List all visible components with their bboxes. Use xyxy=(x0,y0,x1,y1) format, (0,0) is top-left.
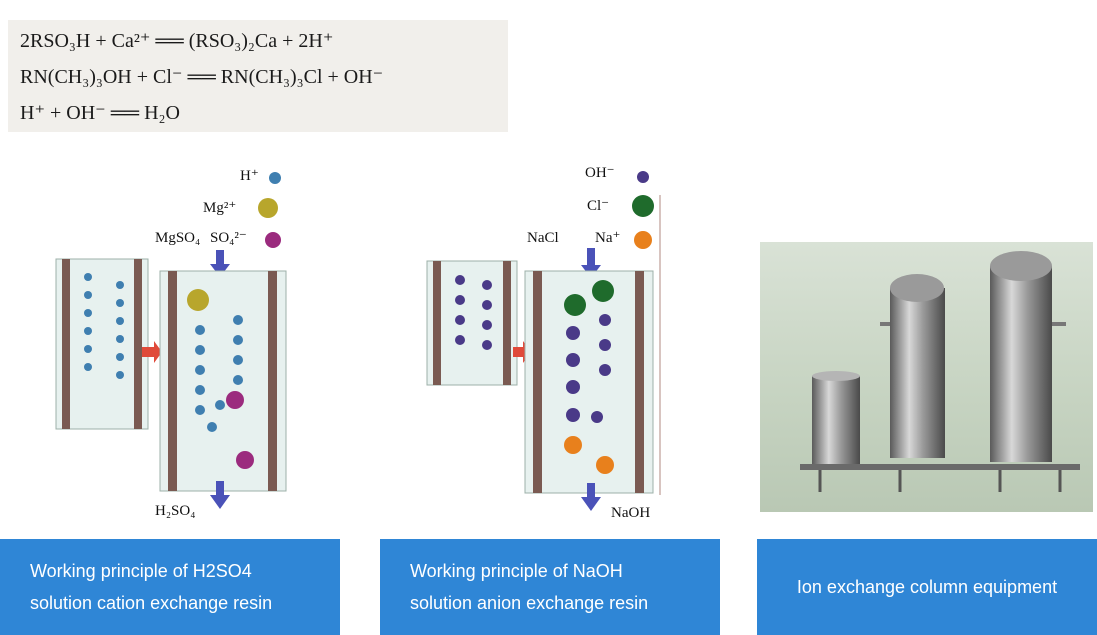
legend-label-h: H⁺ xyxy=(240,168,259,184)
caption-cation-text: Working principle of H2SO4 solution cati… xyxy=(30,561,273,613)
resin-bead-column xyxy=(426,260,518,386)
legend-label-oh: OH⁻ xyxy=(585,165,615,181)
caption-equipment: Ion exchange column equipment xyxy=(757,539,1097,635)
inlet-arrow xyxy=(587,248,595,266)
legend-label-mg: Mg²⁺ xyxy=(203,200,236,216)
resin-bead-column xyxy=(55,258,149,430)
inlet-label: MgSO₄ xyxy=(155,230,200,246)
exchange-column xyxy=(524,270,654,494)
caption-cation: Working principle of H2SO4 solution cati… xyxy=(0,539,340,635)
legend-label-cl: Cl⁻ xyxy=(587,198,609,214)
caption-anion-text: Working principle of NaOH solution anion… xyxy=(410,561,649,613)
legend-label-so4: SO₄²⁻ xyxy=(210,230,247,246)
equation-3: H⁺ + OH⁻ ══ H₂O xyxy=(20,102,180,124)
inlet-label: NaCl xyxy=(527,230,559,246)
outlet-label: H₂SO₄ xyxy=(155,503,195,519)
cl-ion-icon xyxy=(632,195,654,217)
exchange-column xyxy=(159,270,287,492)
inlet-arrow xyxy=(216,250,224,264)
anion-exchange-diagram: OH⁻ Cl⁻ NaCl Na⁺ NaOH xyxy=(426,165,661,521)
oh-ion-icon xyxy=(637,171,649,183)
outlet-label: NaOH xyxy=(611,505,650,521)
cation-exchange-diagram: H⁺ Mg²⁺ MgSO₄ SO₄²⁻ H₂SO₄ xyxy=(55,168,287,519)
outlet-arrow xyxy=(216,481,224,497)
na-ion-icon xyxy=(634,231,652,249)
legend-label-na: Na⁺ xyxy=(595,230,620,246)
h-ion-icon xyxy=(269,172,281,184)
equation-panel: 2RSO₃H + Ca²⁺ ══ (RSO₃)₂Ca + 2H⁺ RN(CH₃)… xyxy=(8,20,508,132)
transfer-arrow xyxy=(142,341,162,363)
outlet-arrow xyxy=(587,483,595,499)
ion-exchange-columns-photo xyxy=(760,242,1093,512)
equation-1: 2RSO₃H + Ca²⁺ ══ (RSO₃)₂Ca + 2H⁺ xyxy=(20,30,334,52)
caption-equipment-text: Ion exchange column equipment xyxy=(796,577,1058,597)
so4-ion-icon xyxy=(265,232,281,248)
equation-2: RN(CH₃)₃OH + Cl⁻ ══ RN(CH₃)₃Cl + OH⁻ xyxy=(20,66,384,88)
caption-anion: Working principle of NaOH solution anion… xyxy=(380,539,720,635)
mg-ion-icon xyxy=(258,198,278,218)
